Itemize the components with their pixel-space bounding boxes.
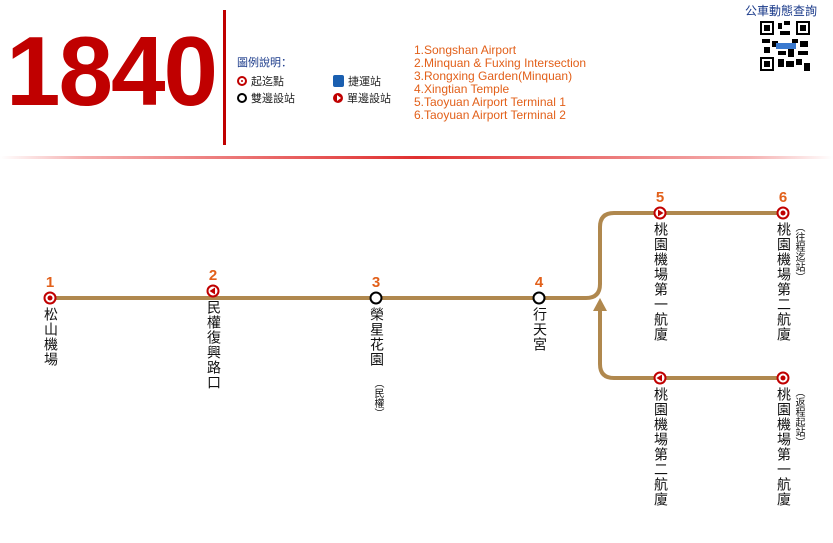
station-note: （往程迄站） (793, 222, 804, 282)
stop-en: 1.Songshan Airport (414, 43, 517, 57)
station-number: 6 (778, 189, 788, 206)
station-marker-one-way-reverse[interactable] (653, 371, 667, 385)
return-line (598, 304, 783, 380)
legend-both: 雙邊設站 (251, 91, 295, 105)
station-number: 5 (655, 189, 665, 206)
station-marker-both[interactable] (369, 291, 383, 305)
station-name[interactable]: 桃園機場第二航廈 (775, 222, 791, 342)
both-direction-icon (237, 92, 247, 103)
terminal-icon (237, 75, 247, 86)
station-marker-both[interactable] (532, 291, 546, 305)
legend-terminal: 起迄點 (251, 74, 284, 88)
qr-code[interactable] (760, 21, 810, 71)
station-name[interactable]: 桃園機場第一航廈 (775, 387, 791, 507)
section-divider (0, 156, 833, 159)
stop-list: 1.Songshan Airport 2.Minquan & Fuxing In… (414, 44, 586, 122)
route-number: 1840 (6, 16, 218, 126)
station-marker-terminal[interactable] (43, 291, 57, 305)
station-marker-terminal[interactable] (776, 206, 790, 220)
stop-en: 6.Taoyuan Airport Terminal 2 (414, 108, 566, 122)
station-number: 4 (534, 274, 544, 291)
stop-en: 2.Minquan & Fuxing Intersection (414, 56, 587, 70)
station-marker-terminal[interactable] (776, 371, 790, 385)
mrt-icon (333, 74, 344, 87)
station-marker-one-way-reverse[interactable] (206, 284, 220, 298)
header-divider (223, 10, 226, 145)
station-number: 2 (208, 267, 218, 284)
stop-en: 4.Xingtian Temple (414, 82, 510, 96)
legend: 圖例說明： 起迄點 捷運站 雙邊設站 單邊設站 (237, 54, 411, 106)
station-marker-one-way-forward[interactable] (653, 206, 667, 220)
stop-en: 5.Taoyuan Airport Terminal 1 (414, 95, 566, 109)
legend-one: 單邊設站 (347, 91, 391, 105)
station-name[interactable]: 榮星花園 (368, 307, 384, 367)
direction-arrow-icon (593, 298, 607, 311)
station-name[interactable]: 行天宮 (531, 307, 547, 352)
main-line (50, 211, 783, 300)
station-number: 3 (371, 274, 381, 291)
station-name[interactable]: 民權復興路口 (205, 300, 221, 390)
legend-title: 圖例說明： (237, 56, 292, 69)
station-name[interactable]: 松山機場 (42, 307, 58, 367)
station-note: （返程起站） (793, 387, 804, 447)
station-number: 1 (45, 274, 55, 291)
legend-mrt: 捷運站 (348, 74, 381, 88)
station-note: （民權） (372, 378, 383, 418)
stop-en: 3.Rongxing Garden(Minquan) (414, 69, 573, 83)
station-name[interactable]: 桃園機場第二航廈 (652, 387, 668, 507)
one-direction-icon (333, 92, 343, 103)
qr-title[interactable]: 公車動態查詢 (745, 4, 818, 18)
station-name[interactable]: 桃園機場第一航廈 (652, 222, 668, 342)
